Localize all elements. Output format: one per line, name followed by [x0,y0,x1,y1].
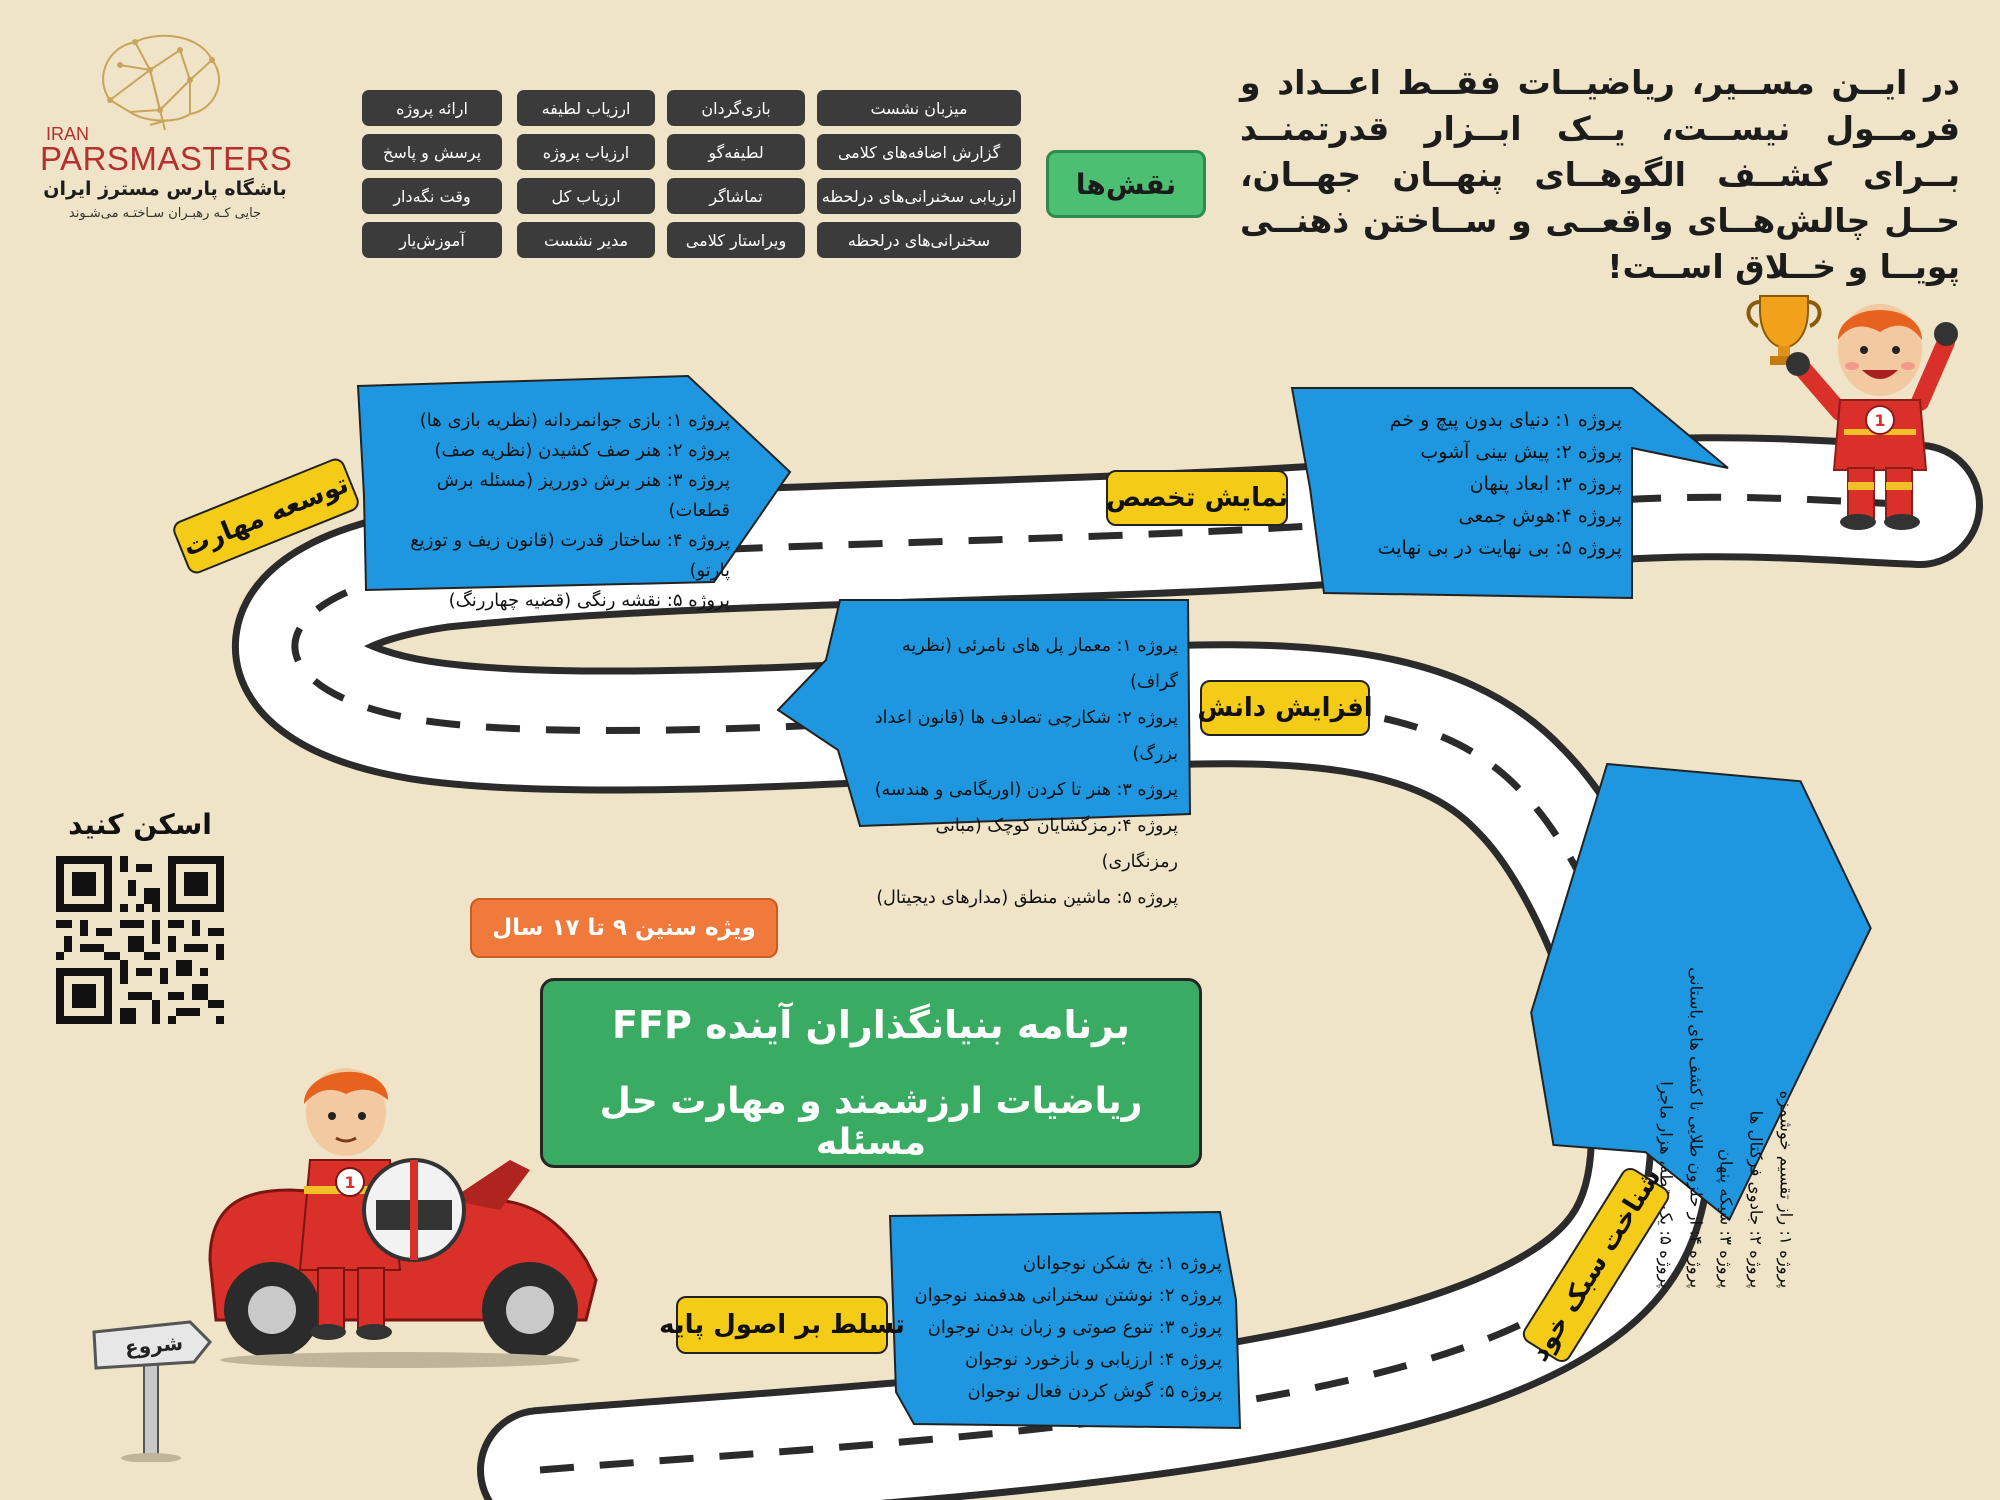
stage-item: پروژه ۵: نقشه رنگی (قضیه چهاررنگ) [448,590,730,611]
age-badge: ویژه سنین ۹ تا ۱۷ سال [470,898,778,958]
stage-panel-expert: پروژه ۱: دنیای بدون پیچ و خم پروژه ۲: پی… [1290,387,1732,600]
role-chip: مدیر نشست [517,222,655,258]
role-chip: آموزش‌یار [362,222,502,258]
stage-panel-basics: پروژه ۱: یخ شکن نوجوانان پروژه ۲: نوشتن … [888,1210,1242,1430]
stage-item: پروژه ۴:هوش جمعی [1458,505,1622,527]
stage-item: پروژه ۳: هنر برش دورریز (مسئله برش قطعات… [436,470,730,521]
program-title: برنامه بنیانگذاران آینده FFP [612,1003,1130,1047]
stage-item: پروژه ۳: شبکه پنهان [1716,1148,1736,1289]
logo-iran-text: IRAN [46,124,90,144]
stage-item: پروژه ۲: پیش بینی آشوب [1420,441,1622,463]
stage-item: پروژه ۱: بازی جوانمردانه (نظریه بازی ها) [419,410,730,431]
stage-item: پروژه ۴: ارزیابی و بازخورد نوجوان [965,1349,1222,1370]
role-chip: ارزیاب کل [517,178,655,214]
stage-label-basics: تسلط بر اصول پایه [659,1296,905,1354]
stage-label-knowledge: افزایش دانش [1197,680,1373,736]
intro-paragraph: در ایــن مســیر، ریاضیــات فقــط اعــداد… [1240,63,1960,286]
stage-item: پروژه ۱: راز تقسیم خوشمزه [1776,1090,1796,1289]
stage-panel-knowledge: پروژه ۱: معمار پل های نامرئی (نظریه گراف… [776,599,1196,908]
stage-item: پروژه ۵: گوش کردن فعال نوجوان [967,1381,1223,1402]
role-chip: ارزیاب پروژه [517,134,655,170]
stage-item: پروژه ۲: جادوی فرکتال ها [1746,1110,1766,1289]
stage-item: پروژه ۲: شکارچی تصادف ها (قانون اعداد بز… [874,708,1178,764]
role-chip: بازی‌گردان [667,90,805,126]
stage-item: پروژه ۳: ابعاد پنهان [1469,473,1622,495]
role-chip: ارزیاب لطیفه [517,90,655,126]
stage-item: پروژه ۵: بی نهایت در بی نهایت [1377,537,1622,559]
role-chip: ویراستار کلامی [667,222,805,258]
qr-code-icon[interactable] [56,856,224,1024]
role-chip: ارائه پروژه [362,90,502,126]
stage-item: پروژه ۵: ماشین منطق (مدارهای دیجیتال) [876,888,1178,908]
parsmasters-logo: IRAN PARSMASTERS باشگاه پارس مسترز ایران… [30,30,293,230]
roles-title: نقش‌ها [1046,150,1206,218]
jersey-number: 1 [1874,411,1885,430]
role-chip: ارزیابی سخنرانی‌های درلحظه [817,178,1021,214]
scan-label: اسکن کنید [68,808,212,841]
stage-item: پروژه ۳: هنر تا کردن (اوریگامی و هندسه) [874,780,1178,800]
stage-item: پروژه ۴: ساختار قدرت (قانون زیف و توزیع … [410,530,730,581]
stage-item: پروژه ۳: تنوع صوتی و زبان بدن نوجوان [927,1317,1222,1338]
logo-slogan: جایی کـه رهبـران سـاختـه می‌شـوند [68,206,262,221]
stage-item: پروژه ۱: معمار پل های نامرئی (نظریه گراف… [901,636,1178,692]
logo-brand-text: PARSMASTERS [40,140,293,177]
jersey-number: 1 [344,1173,355,1192]
stage-item: پروژه ۴:رمزگشایان کوچک (مبانی رمزنگاری) [935,816,1178,872]
trophy-icon [1746,295,1822,365]
logo-club-name: باشگاه پارس مسترز ایران [43,178,287,200]
brain-logo-icon [102,34,221,130]
helmet-icon [362,1158,466,1262]
start-signpost-icon: شروع [92,1320,213,1462]
stage-item: پروژه ۱: یخ شکن نوجوانان [1022,1253,1222,1274]
role-chip: گزارش اضافه‌های کلامی [817,134,1021,170]
role-chip: میزبان نشست [817,90,1021,126]
stage-item: پروژه ۲: هنر صف کشیدن (نظریه صف) [434,440,730,461]
start-sign-text: شروع [124,1331,184,1360]
role-chip: پرسش و پاسخ [362,134,502,170]
stage-item: پروژه ۴: از حلزون طلایی تا کشف های باستا… [1686,967,1706,1289]
role-chip: سخنرانی‌های درلحظه [817,222,1021,258]
racer-with-car: 1 [208,1068,598,1368]
role-chip: لطیفه‌گو [667,134,805,170]
program-title-box: برنامه بنیانگذاران آینده FFP ریاضیات ارز… [540,978,1202,1168]
stage-item: پروژه ۲: نوشتن سخنرانی هدفمند نوجوان [914,1285,1223,1306]
stage-item: پروژه ۵: یک نقطه، هزار ماجرا [1656,1081,1676,1289]
role-chip: وقت نگه‌دار [362,178,502,214]
role-chip: تماشاگر [667,178,805,214]
stage-label-expert: نمایش تخصص [1106,470,1288,526]
stage-item: پروژه ۱: دنیای بدون پیچ و خم [1389,409,1622,431]
program-subtitle: ریاضیات ارزشمند و مهارت حل مسئله [599,1081,1143,1163]
stage-panel-style: پروژه ۱: راز تقسیم خوشمزه پروژه ۲: جادوی… [1490,726,1906,1288]
trophy-racer-character: 1 [1746,295,1958,530]
stage-panel-skill: پروژه ۱: بازی جوانمردانه (نظریه بازی ها)… [356,374,798,611]
